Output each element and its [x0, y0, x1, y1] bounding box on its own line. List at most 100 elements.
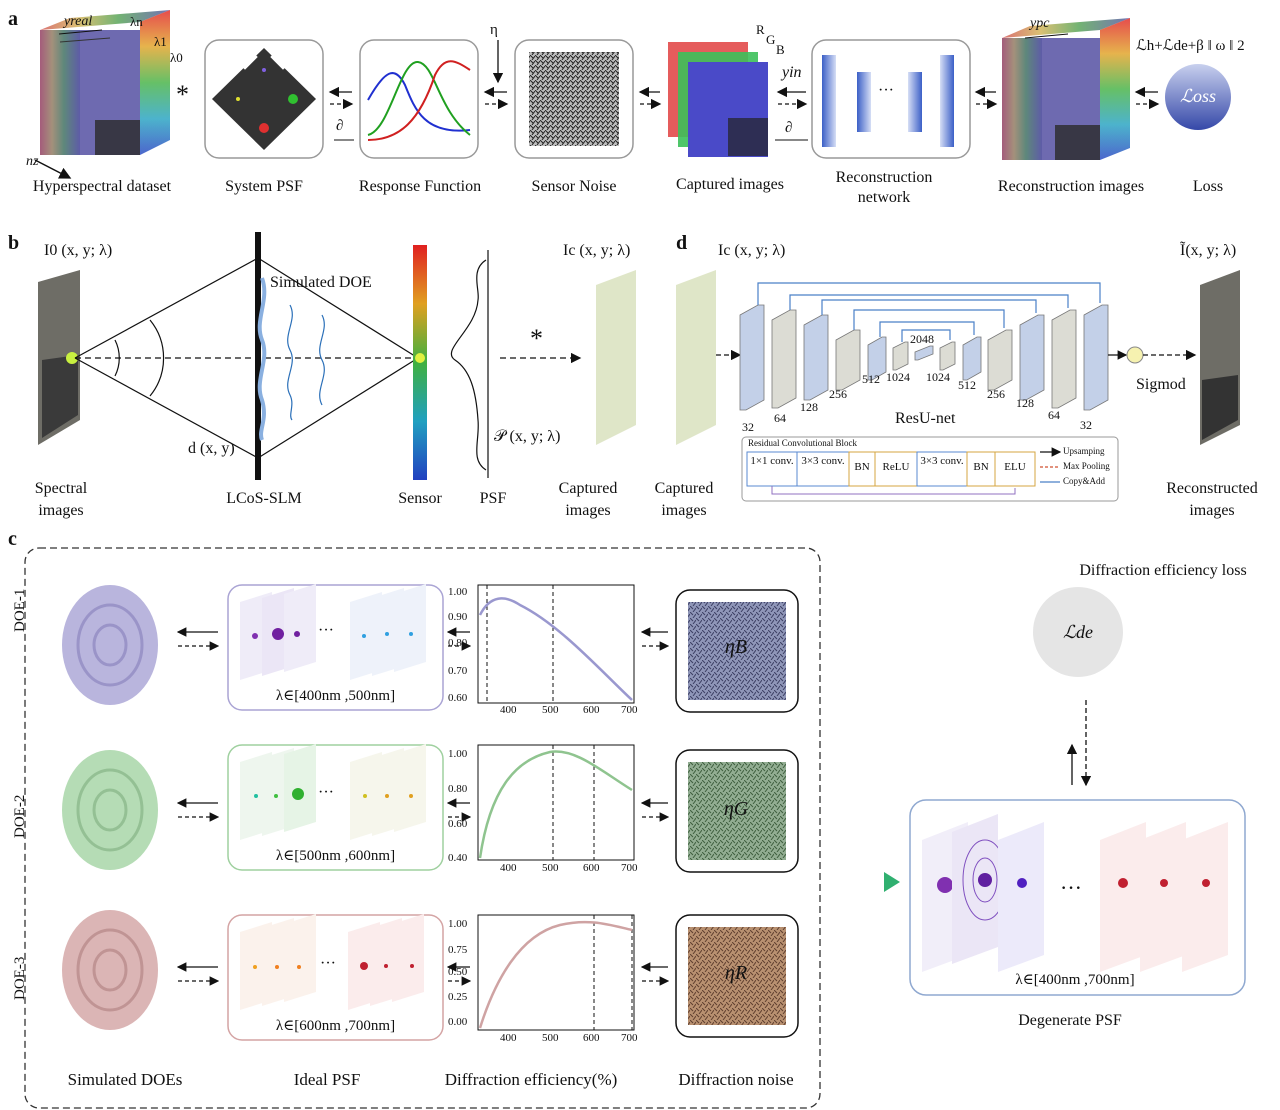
- response-curves: [367, 60, 471, 141]
- caption-system-psf: System PSF: [225, 178, 303, 195]
- sigmoid-node: [1126, 346, 1144, 364]
- partial-numerator-2: ∂: [336, 118, 344, 134]
- noise-eta-g: ηG: [723, 798, 749, 820]
- resunet-blocks: [739, 304, 1109, 411]
- psf-dots-2: ···: [318, 784, 334, 801]
- range-2: λ∈[500nm ,600nm]: [275, 848, 396, 864]
- panel-c-arrows: [176, 627, 670, 986]
- noise-b-image: [688, 602, 786, 700]
- c1-ytick-1: 0.90: [448, 611, 468, 623]
- caption-simulated-does: Simulated DOEs: [67, 1070, 183, 1089]
- caption-hyperspectral: Hyperspectral dataset: [32, 178, 172, 195]
- convolution-star: *: [176, 80, 189, 109]
- channel-512b: 512: [958, 378, 976, 392]
- ideal-psf-planes: [240, 584, 426, 1010]
- caption-reconstructed: Reconstructed images: [1166, 480, 1258, 519]
- channel-32b: 32: [1080, 418, 1092, 432]
- c2-xtick-0: 400: [500, 862, 517, 874]
- degenerate-range: λ∈[400nm ,700nm]: [1015, 972, 1135, 988]
- c2-ytick-1: 0.80: [448, 783, 468, 795]
- c1-xtick-2: 600: [583, 704, 600, 716]
- psf-diamond: [212, 44, 316, 150]
- b-d-label: d (x, y): [188, 440, 235, 457]
- doe-1-label: DOE-1: [12, 588, 28, 632]
- channel-64b: 64: [1048, 408, 1060, 422]
- c1-xtick-3: 700: [621, 704, 638, 716]
- b-input-label: I0 (x, y; λ): [44, 242, 113, 259]
- channel-2048: 2048: [910, 332, 934, 346]
- sigmoid-label: Sigmod: [1136, 376, 1186, 393]
- b-doe-label: Simulated DOE: [270, 274, 372, 291]
- resunet-label: ResU-net: [895, 410, 956, 427]
- psf-dots-3: ···: [320, 955, 336, 972]
- c3-ytick-1: 0.75: [448, 944, 468, 956]
- channel-256b: 256: [987, 387, 1005, 401]
- range-1: λ∈[400nm ,500nm]: [275, 688, 396, 704]
- cell-1x1conv: 1×1 conv.: [750, 455, 794, 467]
- c3-xtick-1: 500: [542, 1032, 559, 1044]
- c2-xtick-1: 500: [542, 862, 559, 874]
- c1-xtick-0: 400: [500, 704, 517, 716]
- rgb-g: G: [766, 32, 776, 47]
- channel-512a: 512: [862, 372, 880, 386]
- b-psf-label: 𝒫 (x, y; λ): [494, 428, 561, 445]
- doe-discs: [62, 585, 158, 1030]
- c1-ytick-4: 0.60: [448, 692, 468, 704]
- noise-eta-r: ηR: [724, 962, 748, 984]
- channel-128a: 128: [800, 400, 818, 414]
- c3-ytick-3: 0.25: [448, 991, 468, 1003]
- de-loss-circle: [1033, 587, 1123, 677]
- loss-formula: ℒh+ℒde+β ‖ ω ‖ 2: [1136, 38, 1245, 54]
- panel-b: [38, 232, 636, 480]
- noise-r-image: [688, 927, 786, 1025]
- captured-image-d: [676, 270, 716, 445]
- partial-numerator-1: ∂: [785, 120, 793, 136]
- loss-circle: [1165, 64, 1231, 130]
- captured-images-stack: [668, 42, 768, 157]
- doe-surface: [257, 277, 267, 441]
- channel-256a: 256: [829, 387, 847, 401]
- rgb-r: R: [756, 22, 765, 37]
- panel-letter-a: a: [8, 8, 18, 30]
- channel-1024a: 1024: [886, 370, 910, 384]
- de-loss-arrows: [1066, 700, 1092, 787]
- c2-xtick-2: 600: [583, 862, 600, 874]
- degenerate-planes: [922, 814, 1228, 972]
- degenerate-dots: ···: [1060, 875, 1082, 900]
- loss-circle-label: ℒoss: [1180, 86, 1216, 106]
- c2-xtick-3: 700: [621, 862, 638, 874]
- legend-copyadd: Copy&Add: [1063, 476, 1106, 486]
- caption-recon-network: Reconstruction network: [835, 169, 933, 206]
- psf-curve: [450, 250, 489, 478]
- reconstructed-image: [1200, 270, 1240, 445]
- caption-spectral-images: Spectral images: [34, 480, 88, 519]
- de-loss-title: Diffraction efficiency loss: [1079, 562, 1247, 579]
- residual-block-title: Residual Convolutional Block: [748, 438, 857, 448]
- caption-diff-noise: Diffraction noise: [678, 1070, 794, 1089]
- caption-captured-b: Captured images: [558, 480, 618, 519]
- panel-letter-b: b: [8, 232, 20, 254]
- lambda-1: λ1: [154, 34, 167, 49]
- efficiency-chart-3: [477, 914, 635, 1031]
- rgb-b: B: [776, 42, 785, 57]
- psf-dots-1: ···: [318, 622, 334, 639]
- eta-symbol: η: [490, 22, 498, 38]
- channel-128b: 128: [1016, 396, 1034, 410]
- c1-ytick-3: 0.70: [448, 665, 468, 677]
- panel-letter-d: d: [676, 232, 688, 254]
- sensor-noise-image: [529, 52, 619, 146]
- caption-lcos: LCoS-SLM: [226, 490, 302, 507]
- y-in-label: yin: [782, 64, 802, 81]
- cell-elu: ELU: [1004, 461, 1026, 473]
- caption-response: Response Function: [358, 178, 482, 195]
- reconstruction-cube: [1002, 18, 1130, 160]
- panel-a: [34, 10, 1231, 179]
- caption-captured: Captured images: [676, 176, 784, 193]
- efficiency-chart-1: [477, 584, 635, 704]
- panel-letter-c: c: [8, 528, 17, 550]
- panel-d: [676, 270, 1240, 502]
- d-input-label: Ic (x, y; λ): [718, 242, 786, 259]
- cell-bn-b: BN: [973, 461, 989, 473]
- c3-ytick-4: 0.00: [448, 1016, 468, 1028]
- c3-xtick-2: 600: [583, 1032, 600, 1044]
